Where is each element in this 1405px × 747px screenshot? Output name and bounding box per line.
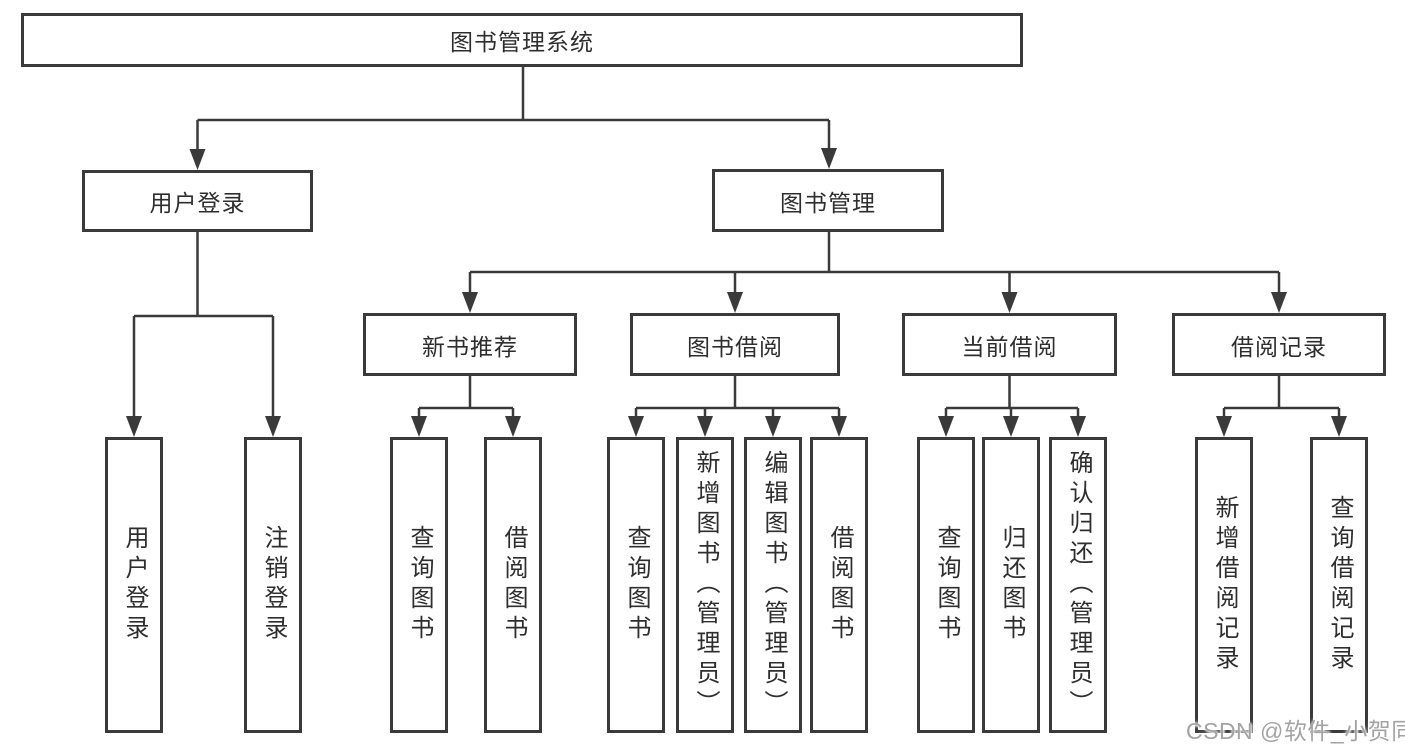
- leaf-borrow-book-label: 借阅图书: [826, 525, 853, 645]
- leaf-query-borrow-record-label: 查询借阅记录: [1326, 495, 1353, 675]
- leaf-borrow-book-recommend: 借阅图书: [484, 437, 542, 733]
- leaf-confirm-return-admin: 确认归还（管理员）: [1049, 437, 1107, 733]
- node-user-login: 用户登录: [82, 170, 313, 232]
- leaf-user-login-label: 用户登录: [121, 525, 148, 645]
- csdn-watermark: CSDN @软件_小贺同学: [1186, 718, 1405, 744]
- node-book-borrow-label: 图书借阅: [687, 333, 783, 360]
- leaf-query-book-borrow-label: 查询图书: [623, 525, 650, 645]
- node-current-borrow-label: 当前借阅: [961, 333, 1058, 360]
- leaf-add-borrow-record: 新增借阅记录: [1195, 437, 1253, 733]
- leaf-add-book-admin-label: 新增图书（管理员）: [692, 450, 719, 720]
- leaf-borrow-book-recommend-label: 借阅图书: [500, 525, 527, 645]
- leaf-borrow-book: 借阅图书: [810, 437, 868, 733]
- leaf-user-login: 用户登录: [105, 437, 163, 733]
- leaf-edit-book-admin-label: 编辑图书（管理员）: [760, 450, 787, 720]
- node-user-login-label: 用户登录: [149, 190, 246, 216]
- leaf-query-borrow-record: 查询借阅记录: [1310, 437, 1368, 733]
- leaf-confirm-return-admin-label: 确认归还（管理员）: [1065, 450, 1092, 720]
- node-book-management-label: 图书管理: [780, 189, 876, 216]
- node-book-management: 图书管理: [712, 169, 944, 232]
- leaf-edit-book-admin: 编辑图书（管理员）: [744, 437, 802, 733]
- leaf-query-book-current: 查询图书: [917, 437, 975, 733]
- node-borrow-records-label: 借阅记录: [1231, 333, 1327, 360]
- leaf-query-book-current-label: 查询图书: [933, 525, 960, 645]
- node-root-label: 图书管理系统: [450, 29, 594, 55]
- node-root: 图书管理系统: [21, 13, 1023, 67]
- node-new-book-recommend-label: 新书推荐: [422, 333, 518, 360]
- node-book-borrow: 图书借阅: [630, 313, 840, 376]
- leaf-query-book-recommend: 查询图书: [390, 437, 448, 733]
- leaf-add-book-admin: 新增图书（管理员）: [676, 437, 734, 733]
- leaf-return-book: 归还图书: [982, 437, 1040, 733]
- node-borrow-records: 借阅记录: [1172, 313, 1386, 376]
- leaf-add-borrow-record-label: 新增借阅记录: [1211, 495, 1238, 675]
- node-current-borrow: 当前借阅: [902, 313, 1117, 376]
- leaf-query-book-borrow: 查询图书: [607, 437, 665, 733]
- node-new-book-recommend: 新书推荐: [363, 313, 577, 376]
- leaf-logout-login: 注销登录: [244, 437, 302, 733]
- leaf-logout-login-label: 注销登录: [260, 525, 287, 645]
- leaf-query-book-recommend-label: 查询图书: [406, 525, 433, 645]
- leaf-return-book-label: 归还图书: [998, 525, 1025, 645]
